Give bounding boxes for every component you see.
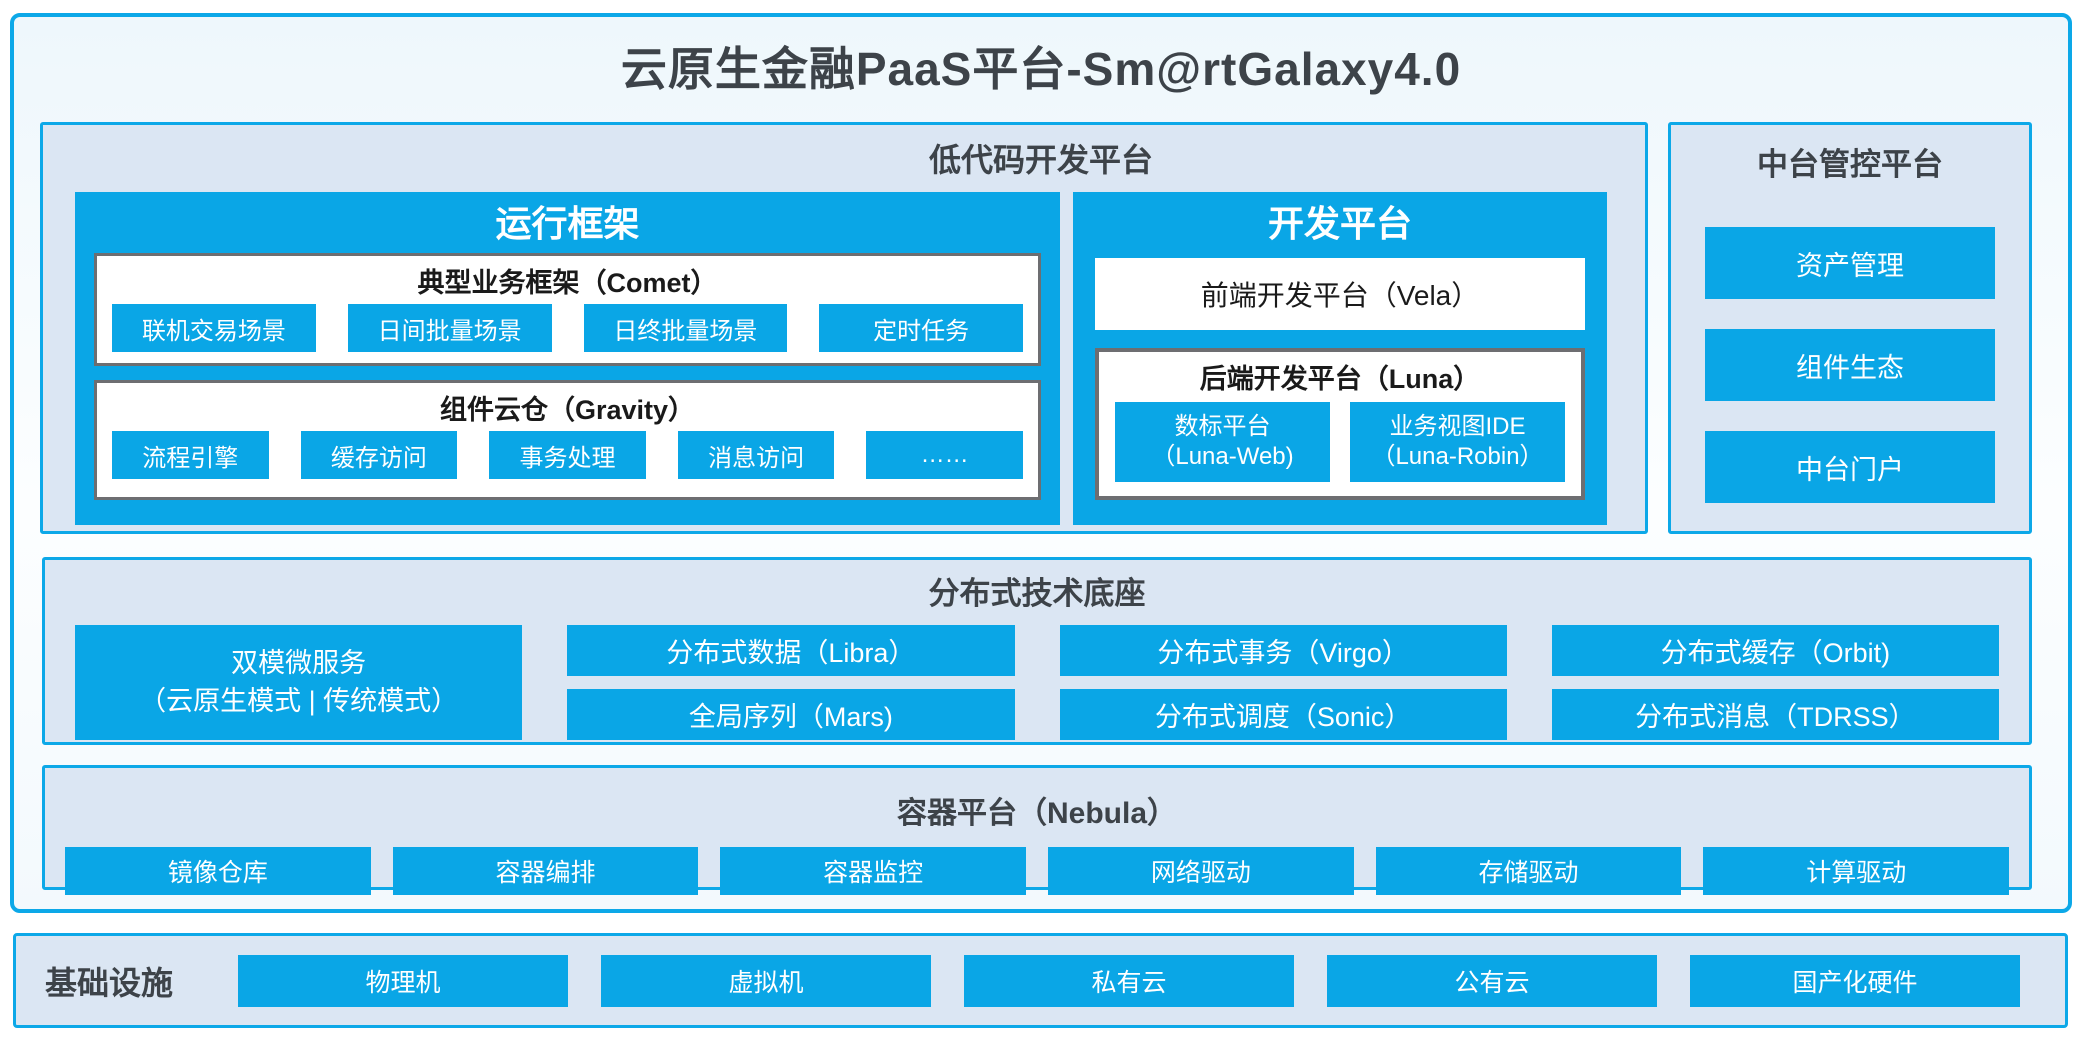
runtime-framework-title: 运行框架: [495, 203, 640, 244]
container-item-storage-driver: 存储驱动: [1375, 847, 1682, 895]
container-item-image-registry: 镜像仓库: [65, 847, 371, 895]
container-platform-panel: 容器平台（Nebula） 镜像仓库 容器编排 容器监控 网络驱动 存储驱动 计算…: [42, 765, 2032, 895]
dev-platform-panel: 开发平台 前端开发平台（Vela） 后端开发平台（Luna） 数标平台 （Lun…: [1073, 192, 1607, 525]
container-item-monitoring: 容器监控: [720, 847, 1027, 895]
distributed-items-row: 双模微服务 （云原生模式 | 传统模式） 分布式数据（Libra） 全局序列（M…: [45, 625, 2029, 740]
distributed-tech-base-panel: 分布式技术底座 双模微服务 （云原生模式 | 传统模式） 分布式数据（Libra…: [42, 557, 2032, 745]
midplatform-item-portal: 中台门户: [1705, 431, 1995, 503]
distributed-message-tdrss: 分布式消息（TDRSS）: [1551, 689, 1999, 740]
infra-item-virtual-machine: 虚拟机: [601, 954, 931, 1007]
midplatform-item-asset-management: 资产管理: [1705, 227, 1995, 299]
vela-frontend-box: 前端开发平台（Vela）: [1095, 258, 1585, 330]
container-item-compute-driver: 计算驱动: [1703, 847, 2010, 895]
comet-item-daytime-batch: 日间批量场景: [347, 304, 552, 352]
infra-item-public-cloud: 公有云: [1327, 954, 1657, 1007]
container-item-network-driver: 网络驱动: [1048, 847, 1354, 895]
distributed-cache-orbit: 分布式缓存（Orbit): [1551, 625, 1999, 676]
dev-platform-title: 开发平台: [1267, 203, 1412, 244]
gravity-item-cache-access: 缓存访问: [300, 431, 458, 479]
comet-item-online-trading: 联机交易场景: [112, 304, 316, 352]
luna-backend-title: 后端开发平台（Luna）: [1199, 364, 1481, 394]
container-items-row: 镜像仓库 容器编排 容器监控 网络驱动 存储驱动 计算驱动: [45, 847, 2029, 895]
platform-container: 云原生金融PaaS平台-Sm@rtGalaxy4.0 低代码开发平台 运行框架 …: [10, 13, 2072, 913]
gravity-item-process-engine: 流程引擎: [112, 431, 269, 479]
luna-web-code: （Luna-Web): [1151, 443, 1294, 470]
distributed-transaction-virgo: 分布式事务（Virgo）: [1059, 625, 1507, 676]
gravity-warehouse-box: 组件云仓（Gravity） 流程引擎 缓存访问 事务处理 消息访问 ……: [94, 380, 1041, 500]
infra-item-domestic-hardware: 国产化硬件: [1690, 954, 2020, 1007]
luna-items-row: 数标平台 （Luna-Web) 业务视图IDE （Luna-Robin）: [1115, 402, 1565, 482]
midplatform-header: 中台管控平台: [1757, 147, 1943, 182]
luna-web-name: 数标平台: [1174, 413, 1271, 440]
midplatform-item-component-ecosystem: 组件生态: [1705, 329, 1995, 401]
luna-robin-item: 业务视图IDE （Luna-Robin）: [1350, 402, 1565, 482]
infrastructure-panel: 基础设施 物理机 虚拟机 私有云 公有云 国产化硬件: [13, 933, 2068, 1028]
lowcode-platform-header: 低代码开发平台: [929, 142, 1154, 178]
dual-mode-microservice-box: 双模微服务 （云原生模式 | 传统模式）: [75, 625, 523, 740]
gravity-item-transaction: 事务处理: [489, 431, 646, 479]
gravity-item-message-access: 消息访问: [677, 431, 835, 479]
page-title: 云原生金融PaaS平台-Sm@rtGalaxy4.0: [620, 43, 1462, 95]
infra-item-physical-machine: 物理机: [238, 954, 568, 1007]
comet-framework-box: 典型业务框架（Comet） 联机交易场景 日间批量场景 日终批量场景 定时任务: [94, 253, 1041, 366]
runtime-framework-panel: 运行框架 典型业务框架（Comet） 联机交易场景 日间批量场景 日终批量场景 …: [75, 192, 1060, 525]
lowcode-platform-panel: 低代码开发平台 运行框架 典型业务框架（Comet） 联机交易场景 日间批量场景…: [40, 122, 1648, 534]
luna-robin-code: （Luna-Robin）: [1371, 443, 1544, 470]
global-sequence-mars: 全局序列（Mars): [567, 689, 1015, 740]
distributed-col-2: 分布式事务（Virgo） 分布式调度（Sonic）: [1059, 625, 1507, 740]
infrastructure-header: 基础设施: [45, 964, 174, 1001]
gravity-items-row: 流程引擎 缓存访问 事务处理 消息访问 ……: [112, 431, 1023, 479]
distributed-scheduling-sonic: 分布式调度（Sonic）: [1059, 689, 1507, 740]
infra-item-private-cloud: 私有云: [964, 954, 1294, 1007]
dual-mode-line1: 双模微服务: [231, 647, 367, 678]
dual-mode-line2: （云原生模式 | 传统模式）: [139, 685, 459, 716]
comet-items-row: 联机交易场景 日间批量场景 日终批量场景 定时任务: [112, 304, 1023, 352]
distributed-data-libra: 分布式数据（Libra）: [567, 625, 1015, 676]
distributed-col-1: 分布式数据（Libra） 全局序列（Mars): [567, 625, 1015, 740]
comet-framework-title: 典型业务框架（Comet）: [417, 268, 718, 298]
gravity-warehouse-title: 组件云仓（Gravity）: [439, 395, 696, 425]
distributed-col-3: 分布式缓存（Orbit) 分布式消息（TDRSS）: [1551, 625, 1999, 740]
comet-item-eod-batch: 日终批量场景: [583, 304, 788, 352]
gravity-item-ellipsis: ……: [866, 431, 1023, 479]
distributed-header: 分布式技术底座: [928, 576, 1146, 611]
luna-backend-box: 后端开发平台（Luna） 数标平台 （Luna-Web) 业务视图IDE （Lu…: [1095, 348, 1585, 500]
luna-web-item: 数标平台 （Luna-Web): [1115, 402, 1330, 482]
container-platform-header: 容器平台（Nebula）: [896, 797, 1178, 830]
comet-item-scheduled-task: 定时任务: [819, 304, 1023, 352]
luna-robin-name: 业务视图IDE: [1389, 413, 1526, 440]
midplatform-control-panel: 中台管控平台 资产管理 组件生态 中台门户: [1668, 122, 2032, 534]
container-item-orchestration: 容器编排: [392, 847, 699, 895]
